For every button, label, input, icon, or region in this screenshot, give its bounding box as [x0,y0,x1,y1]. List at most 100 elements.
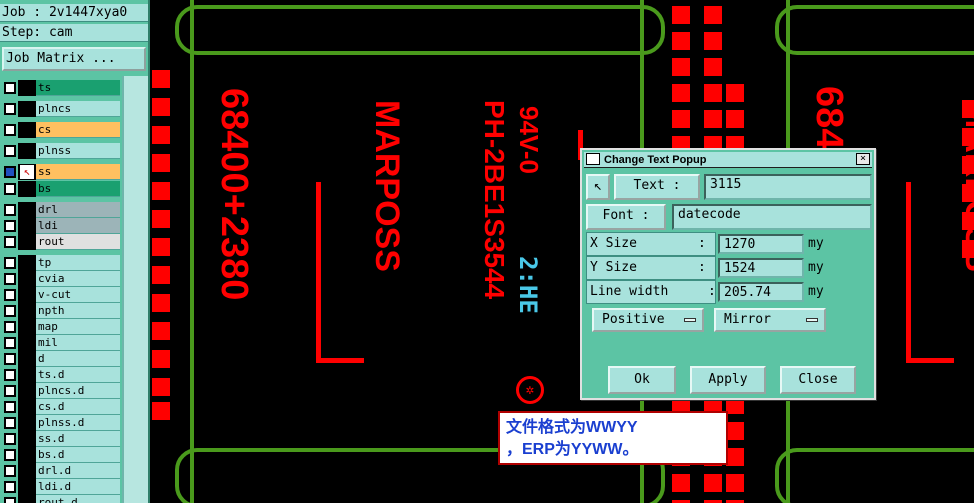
layer-checkbox[interactable] [4,145,16,157]
layer-row-cs[interactable]: cs [2,122,120,138]
pick-arrow-icon[interactable]: ↖ [586,174,610,200]
layer-checkbox[interactable] [4,82,16,94]
layer-label: drl [36,202,120,218]
silk-bracket [316,182,321,362]
layer-row-drl-d[interactable]: drl.d [2,463,120,479]
line-width-unit: my [808,284,824,299]
layer-row-drl[interactable]: drl [2,202,120,218]
pad [672,84,690,102]
pad [704,84,722,102]
layer-label: bs [36,181,120,197]
layer-row-mil[interactable]: mil [2,335,120,351]
layer-checkbox[interactable] [4,465,16,477]
layer-row-ts[interactable]: ts [2,80,120,96]
layer-row-plncs-d[interactable]: plncs.d [2,383,120,399]
layer-row-ts-d[interactable]: ts.d [2,367,120,383]
polarity-dropdown[interactable]: Positive [592,308,704,332]
layer-row-rout[interactable]: rout [2,234,120,250]
silk-text-rating: 94V-0 [514,106,544,174]
layer-row-ss-d[interactable]: ss.d [2,431,120,447]
layer-row-cvia[interactable]: cvia [2,271,120,287]
layer-checkbox[interactable] [4,401,16,413]
layer-checkbox[interactable] [4,417,16,429]
layer-row-plncs[interactable]: plncs [2,101,120,117]
y-size-colon: : [698,260,706,275]
font-button[interactable]: Font : [586,204,666,230]
layer-row-d[interactable]: d [2,351,120,367]
line-width-input[interactable]: 205.74 [718,282,804,302]
layer-checkbox[interactable] [4,204,16,216]
layer-checkbox[interactable] [4,449,16,461]
layer-row-ss[interactable]: ↖ss [2,164,120,180]
close-icon[interactable]: × [856,153,870,165]
layer-color-swatch [18,234,36,250]
layer-row-ldi[interactable]: ldi [2,218,120,234]
job-matrix-button[interactable]: Job Matrix ... [2,47,146,71]
layer-checkbox[interactable] [4,103,16,115]
layer-checkbox[interactable] [4,497,16,503]
line-width-label: Line width [586,280,716,304]
ok-button[interactable]: Ok [608,366,676,394]
layer-row-tp[interactable]: tp [2,255,120,271]
layer-checkbox[interactable] [4,305,16,317]
polarity-value: Positive [602,312,665,327]
layer-row-plnss[interactable]: plnss [2,143,120,159]
layer-row-ldi-d[interactable]: ldi.d [2,479,120,495]
layer-checkbox[interactable] [4,183,16,195]
text-button[interactable]: Text : [614,174,700,200]
layer-row-rout-d[interactable]: rout.d [2,495,120,503]
layer-color-swatch [18,415,36,431]
layer-checkbox[interactable] [4,166,16,178]
silk-bracket [316,358,364,363]
close-button[interactable]: Close [780,366,856,394]
pad [726,110,744,128]
layer-checkbox[interactable] [4,236,16,248]
layer-checkbox[interactable] [4,321,16,333]
pad [672,6,690,24]
layer-label: ts [36,80,120,96]
layer-checkbox[interactable] [4,337,16,349]
pad [726,84,744,102]
layer-checkbox[interactable] [4,353,16,365]
y-size-input[interactable]: 1524 [718,258,804,278]
text-input[interactable]: 3115 [704,174,872,200]
layer-row-bs-d[interactable]: bs.d [2,447,120,463]
layer-list-scrollbar[interactable] [122,76,148,503]
x-size-input[interactable]: 1270 [718,234,804,254]
pad [962,100,974,118]
pad [962,128,974,146]
layer-color-swatch [18,181,36,197]
layer-row-cs-d[interactable]: cs.d [2,399,120,415]
layer-checkbox[interactable] [4,481,16,493]
layer-row-plnss-d[interactable]: plnss.d [2,415,120,431]
layer-row-npth[interactable]: npth [2,303,120,319]
layer-checkbox[interactable] [4,385,16,397]
line-width-colon: : [708,284,716,299]
layer-color-swatch [18,479,36,495]
layer-color-swatch [18,218,36,234]
dropdown-indicator-icon [806,318,818,322]
layer-row-v-cut[interactable]: v-cut [2,287,120,303]
pad [672,396,690,414]
silk-text-part-number: 68400+2380 [213,88,255,301]
layer-checkbox[interactable] [4,257,16,269]
layer-checkbox[interactable] [4,433,16,445]
pad [672,110,690,128]
mirror-dropdown[interactable]: Mirror [714,308,826,332]
layer-checkbox[interactable] [4,220,16,232]
apply-button[interactable]: Apply [690,366,766,394]
pad [672,500,690,503]
step-name: Step: cam [0,24,148,42]
layer-color-swatch [18,367,36,383]
font-input[interactable]: datecode [672,204,872,230]
pad [152,266,170,284]
layer-checkbox[interactable] [4,369,16,381]
layer-row-map[interactable]: map [2,319,120,335]
job-name: Job : 2v1447xya0 [0,4,148,22]
layer-checkbox[interactable] [4,124,16,136]
layer-row-bs[interactable]: bs [2,181,120,197]
layer-checkbox[interactable] [4,273,16,285]
layer-checkbox[interactable] [4,289,16,301]
layer-color-swatch [18,271,36,287]
layer-label: ldi.d [36,479,120,495]
